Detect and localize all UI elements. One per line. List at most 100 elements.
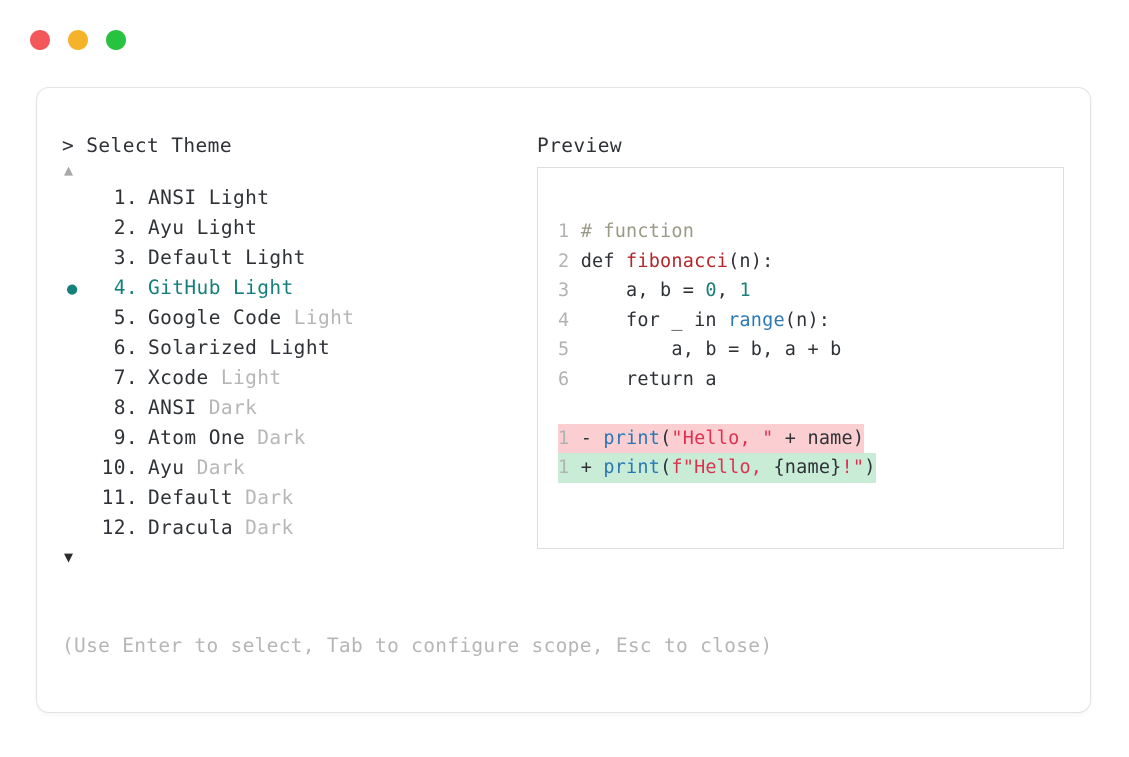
code-token: f"Hello, xyxy=(671,457,774,478)
minimize-window-button[interactable] xyxy=(68,30,88,50)
code-token: + name) xyxy=(773,427,865,449)
theme-item-name: Dracula xyxy=(148,516,246,539)
theme-list-item[interactable]: 1. ANSI Light xyxy=(62,186,532,216)
theme-item-index: 6. xyxy=(113,336,138,359)
theme-item-name: Atom One xyxy=(148,426,258,449)
code-token: print xyxy=(603,427,661,449)
list-item-spacer xyxy=(62,309,92,329)
theme-item-index: 9. xyxy=(113,426,138,449)
diff-addition-line: 1 + print(f"Hello, {name}!") xyxy=(558,453,876,483)
code-token: fibonacci xyxy=(626,250,729,272)
theme-list-item[interactable]: 5.Google Code Light xyxy=(62,306,532,336)
theme-item-variant: Dark xyxy=(196,456,246,479)
theme-item-variant: Light xyxy=(293,306,355,329)
code-line: 3 a, b = 0, 1 xyxy=(558,276,751,306)
scroll-up-arrow-icon[interactable]: ▲ xyxy=(64,161,74,179)
list-item-spacer xyxy=(62,519,92,539)
code-token: 0 xyxy=(705,280,717,301)
diff-sign: - xyxy=(580,427,604,449)
code-token: "Hello, " xyxy=(671,427,774,449)
theme-list-item[interactable]: 8.ANSI Dark xyxy=(62,396,532,426)
code-token: print xyxy=(603,457,661,478)
code-token: !" xyxy=(841,457,865,478)
theme-list-item[interactable]: 11.Default Dark xyxy=(62,486,532,516)
window-controls xyxy=(30,30,126,50)
code-token: ( xyxy=(660,427,672,449)
card-columns: > Select Theme ▲ 1.ANSI Light 2.Ayu Ligh… xyxy=(37,88,1090,712)
theme-list-item[interactable]: 12. Dracula Dark xyxy=(62,516,532,546)
list-item-spacer xyxy=(62,489,92,509)
code-token: for _ in xyxy=(580,309,729,331)
theme-item-index: 7. xyxy=(113,366,138,389)
theme-picker-pane: > Select Theme ▲ 1.ANSI Light 2.Ayu Ligh… xyxy=(62,133,532,568)
code-token: (n): xyxy=(784,309,831,331)
code-token: a, b = xyxy=(580,280,706,301)
scroll-down-arrow-icon[interactable]: ▼ xyxy=(64,548,74,566)
theme-item-name: ANSI xyxy=(148,186,209,209)
theme-item-variant: Light xyxy=(232,276,294,299)
code-token: # function xyxy=(580,221,695,242)
theme-item-index: 12. xyxy=(101,516,138,539)
theme-list-item[interactable]: 9.Atom One Dark xyxy=(62,426,532,456)
code-line-number: 5 xyxy=(558,339,581,360)
code-token: ) xyxy=(864,457,876,478)
theme-list-item[interactable]: 6.Solarized Light xyxy=(62,336,532,366)
theme-list-item[interactable]: 7. Xcode Light xyxy=(62,366,532,396)
theme-item-variant: Light xyxy=(245,246,306,269)
theme-item-name: Default xyxy=(148,246,246,269)
code-line: 4 for _ in range(n): xyxy=(558,306,830,336)
code-token: {name} xyxy=(773,457,842,478)
code-line-number: 1 xyxy=(558,457,581,478)
selected-bullet-icon: ● xyxy=(67,279,78,299)
theme-item-name: Ayu xyxy=(148,456,197,479)
theme-list: 1. ANSI Light 2. Ayu Light 3. Default Light… xyxy=(62,186,532,546)
list-item-spacer xyxy=(62,459,92,479)
theme-item-index: 11. xyxy=(101,486,138,509)
theme-item-index: 10. xyxy=(101,456,138,479)
theme-item-index: 5. xyxy=(113,306,138,329)
code-token: a, b = b, a + b xyxy=(580,339,842,360)
keyboard-hint: (Use Enter to select, Tab to configure s… xyxy=(62,634,773,657)
code-token: def xyxy=(580,250,627,272)
theme-item-variant: Dark xyxy=(245,486,294,509)
theme-list-item[interactable]: ●4.GitHub Light xyxy=(62,276,532,306)
theme-list-item[interactable]: 2.Ayu Light xyxy=(62,216,532,246)
theme-item-name: Xcode xyxy=(148,366,221,389)
code-token: range xyxy=(728,309,785,331)
theme-list-item[interactable]: 10. Ayu Dark xyxy=(62,456,532,486)
code-token: ( xyxy=(660,457,672,478)
list-item-spacer xyxy=(62,249,92,269)
maximize-window-button[interactable] xyxy=(106,30,126,50)
code-line-number: 2 xyxy=(558,250,581,272)
theme-list-item[interactable]: 3. Default Light xyxy=(62,246,532,276)
list-item-spacer xyxy=(62,399,92,419)
code-line: 6 return a xyxy=(558,365,717,395)
theme-item-variant: Light xyxy=(220,366,282,389)
theme-item-name: Ayu xyxy=(148,216,197,239)
theme-item-variant: Light xyxy=(208,186,270,209)
preview-title: Preview xyxy=(537,134,622,157)
code-token: return a xyxy=(580,368,717,390)
list-item-spacer xyxy=(62,219,92,239)
theme-item-index: 4. xyxy=(113,276,138,299)
close-window-button[interactable] xyxy=(30,30,50,50)
code-spacer xyxy=(558,394,876,424)
theme-item-name: Solarized xyxy=(148,336,270,359)
theme-item-variant: Dark xyxy=(208,396,258,419)
theme-item-variant: Dark xyxy=(245,516,294,539)
code-line: 5 a, b = b, a + b xyxy=(558,335,841,365)
list-item-spacer xyxy=(62,189,92,209)
code-token: (n): xyxy=(728,250,774,272)
theme-item-index: 2. xyxy=(113,216,138,239)
list-item-spacer xyxy=(62,429,92,449)
diff-deletion-line: 1 - print("Hello, " + name) xyxy=(558,423,865,453)
code-line-number: 3 xyxy=(558,280,581,301)
list-item-spacer xyxy=(62,339,92,359)
code-line: 1 # function xyxy=(558,217,694,247)
theme-selector-card: > Select Theme ▲ 1.ANSI Light 2.Ayu Ligh… xyxy=(36,87,1091,713)
theme-item-index: 3. xyxy=(113,246,138,269)
theme-item-index: 1. xyxy=(113,186,138,209)
